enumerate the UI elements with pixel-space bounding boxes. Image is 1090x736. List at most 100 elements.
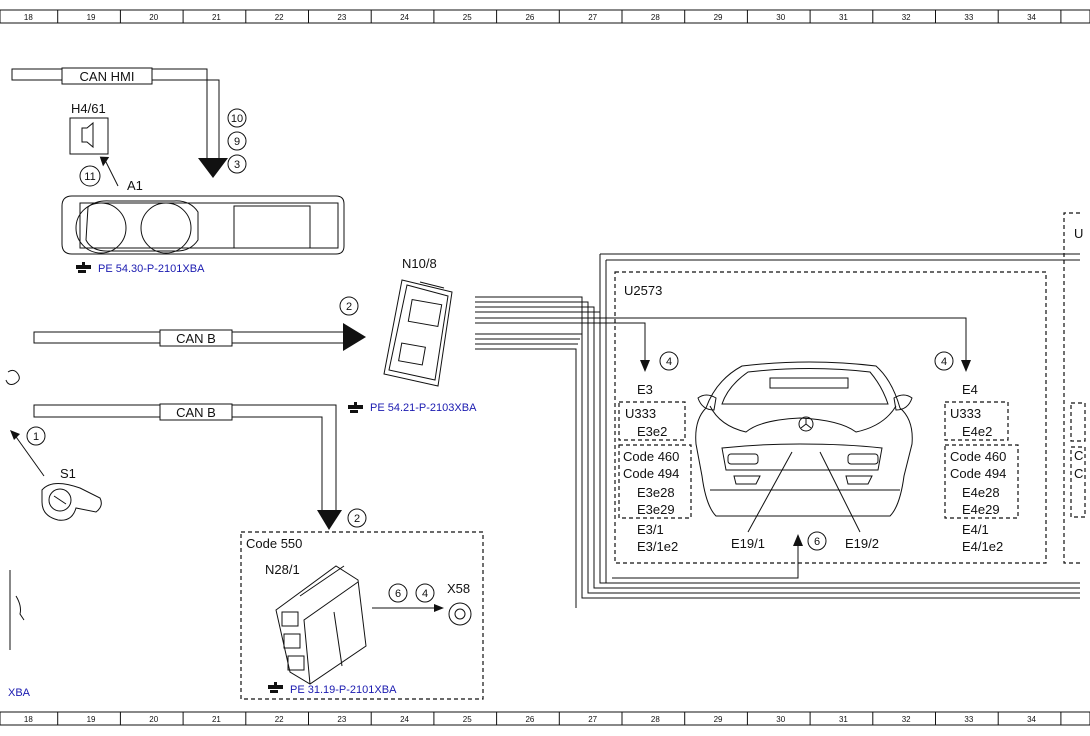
svg-text:2: 2 (354, 513, 360, 525)
svg-text:CAN B: CAN B (176, 331, 216, 346)
ruler-cell-label: 23 (337, 13, 346, 22)
svg-text:PE 31.19-P-2101XBA: PE 31.19-P-2101XBA (290, 684, 397, 696)
ruler-cell-label: 19 (87, 13, 96, 22)
ruler-cell-label: 32 (902, 13, 911, 22)
ruler-cell-label: 20 (149, 715, 158, 724)
svg-text:E3/1: E3/1 (637, 522, 664, 537)
ruler-cell-label: 21 (212, 715, 221, 724)
svg-text:E4e2: E4e2 (962, 424, 992, 439)
ruler-cell-label: 28 (651, 13, 660, 22)
svg-text:Code 460: Code 460 (950, 449, 1006, 464)
svg-text:1: 1 (33, 431, 39, 443)
callout-10: 10 (227, 108, 247, 128)
ruler-cell-label: 29 (714, 13, 723, 22)
svg-text:E4e28: E4e28 (962, 485, 1000, 500)
ref-link-n10-8[interactable]: PE 54.21-P-2103XBA (348, 402, 477, 414)
svg-text:E3e28: E3e28 (637, 485, 675, 500)
module-n10-8 (383, 279, 453, 387)
svg-text:10: 10 (231, 113, 243, 125)
ruler-cell-label: 26 (525, 715, 534, 724)
ruler-cell-label: 31 (839, 13, 848, 22)
svg-text:4: 4 (422, 588, 428, 600)
ruler-cell-label: 25 (463, 13, 472, 22)
svg-text:E4: E4 (962, 382, 978, 397)
group-e3: E3 U333 E3e2 Code 460 Code 494 E3e28 E3e… (618, 382, 692, 554)
svg-text:E4/1e2: E4/1e2 (962, 539, 1003, 554)
u2573-label: U2573 (624, 283, 662, 298)
svg-text:Code 494: Code 494 (950, 466, 1006, 481)
can-b-bus-1: CAN B (33, 323, 366, 351)
e19-2-label: E19/2 (845, 536, 879, 551)
callout-6b: 6 (807, 531, 827, 551)
ignition-switch-s1 (41, 483, 102, 521)
svg-text:9: 9 (234, 136, 240, 148)
can-hmi-label: CAN HMI (80, 69, 135, 84)
h4-61-label: H4/61 (71, 101, 106, 116)
ruler-cell-label: 32 (902, 715, 911, 724)
s1-label: S1 (60, 466, 76, 481)
svg-text:6: 6 (814, 536, 820, 548)
ruler-cell-label: 28 (651, 715, 660, 724)
ruler-cell-label: 18 (24, 715, 33, 724)
u-right-box (1063, 212, 1080, 564)
wiring-harness (475, 253, 1080, 608)
can-hmi-bus: CAN HMI (11, 67, 228, 178)
callout-3: 3 (227, 154, 247, 174)
edge-right-code-2: C (1074, 466, 1083, 481)
vehicle-rear-illustration (695, 361, 913, 533)
ref-link-left-edge[interactable]: XBA (8, 687, 31, 699)
svg-text:E3/1e2: E3/1e2 (637, 539, 678, 554)
ruler-cell-label: 23 (337, 715, 346, 724)
ruler-cell-label: 33 (964, 715, 973, 724)
ref-link-a1[interactable]: PE 54.30-P-2101XBA (76, 262, 205, 275)
speaker-icon (69, 117, 109, 155)
svg-text:E3e29: E3e29 (637, 502, 675, 517)
u-right-label: U (1074, 226, 1083, 241)
callout-4a: 4 (659, 351, 679, 371)
ref-link-n28-1[interactable]: PE 31.19-P-2101XBA (268, 682, 397, 696)
svg-text:4: 4 (941, 356, 947, 368)
ruler-cell-label: 27 (588, 715, 597, 724)
ruler-cell-label: 24 (400, 13, 409, 22)
svg-text:6: 6 (395, 588, 401, 600)
edge-right-code-1: C (1074, 448, 1083, 463)
ruler-cell-label: 31 (839, 715, 848, 724)
ruler-cell-label: 18 (24, 13, 33, 22)
svg-text:2: 2 (346, 301, 352, 313)
ruler-cell-label: 22 (275, 13, 284, 22)
ruler-cell-label: 24 (400, 715, 409, 724)
callout-2b: 2 (347, 508, 367, 528)
svg-text:CAN B: CAN B (176, 405, 216, 420)
callout-4b: 4 (934, 351, 954, 371)
svg-text:U333: U333 (950, 406, 981, 421)
ruler-cell-label: 26 (525, 13, 534, 22)
u2573-box (614, 271, 1047, 564)
svg-text:E3e2: E3e2 (637, 424, 667, 439)
svg-text:E4e29: E4e29 (962, 502, 1000, 517)
svg-text:E4/1: E4/1 (962, 522, 989, 537)
n10-8-label: N10/8 (402, 256, 437, 271)
callout-11: 11 (79, 165, 101, 187)
callout-6a: 6 (388, 583, 408, 603)
svg-text:U333: U333 (625, 406, 656, 421)
n28-1-label: N28/1 (265, 562, 300, 577)
ruler-cell-label: 21 (212, 13, 221, 22)
ruler-cell-label: 19 (87, 715, 96, 724)
ruler-cell-label: 25 (463, 715, 472, 724)
ruler-cell-label: 34 (1027, 13, 1036, 22)
ruler-cell-label: 33 (964, 13, 973, 22)
a1-label: A1 (127, 178, 143, 193)
partial-module-left (9, 570, 25, 650)
svg-text:11: 11 (84, 171, 95, 183)
e19-1-label: E19/1 (731, 536, 765, 551)
callout-2a: 2 (339, 296, 359, 316)
ruler-cell-label: 30 (776, 715, 785, 724)
svg-text:PE 54.21-P-2103XBA: PE 54.21-P-2103XBA (370, 402, 477, 414)
instrument-cluster-a1 (61, 195, 345, 255)
ruler-cell-label: 22 (275, 715, 284, 724)
group-e4: E4 U333 E4e2 Code 460 Code 494 E4e28 E4e… (944, 382, 1019, 554)
ruler-cell-label: 20 (149, 13, 158, 22)
svg-text:Code 494: Code 494 (623, 466, 679, 481)
callout-9: 9 (227, 131, 247, 151)
